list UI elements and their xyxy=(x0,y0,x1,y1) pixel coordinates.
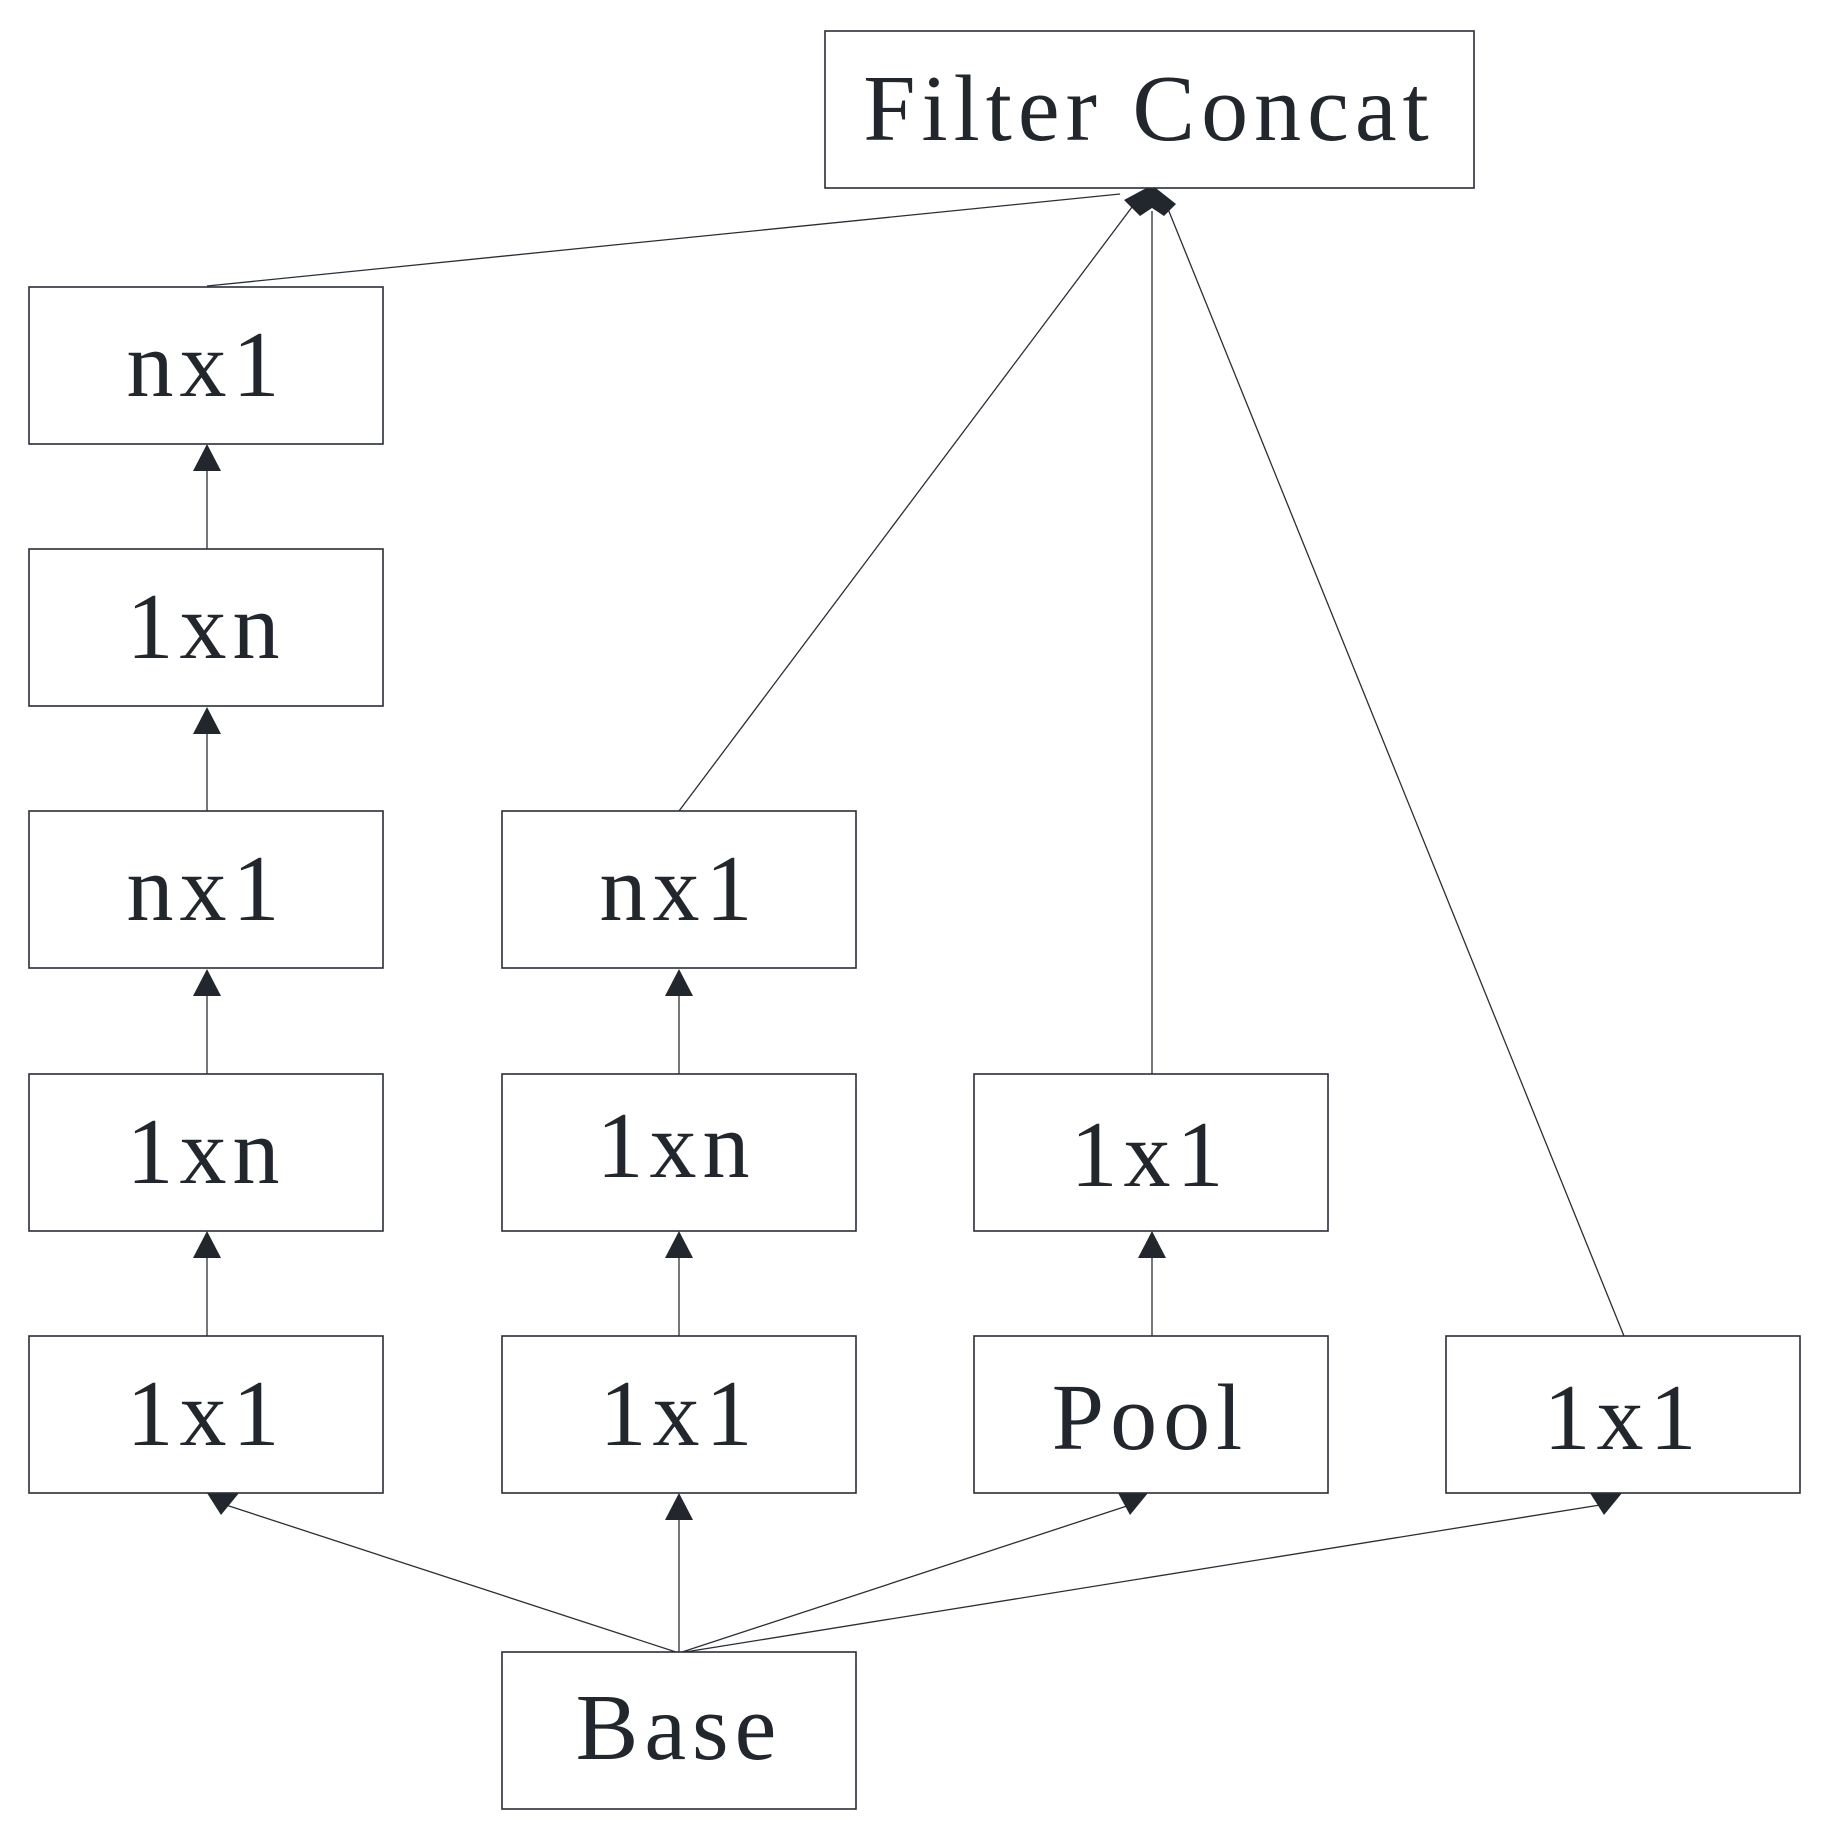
node-c1-1xn: 1xn xyxy=(28,1073,384,1232)
edges xyxy=(206,193,1625,1654)
node-filter-concat: Filter Concat xyxy=(824,30,1475,189)
node-c2-1xn: 1xn xyxy=(501,1073,857,1232)
edge-c2-to-concat xyxy=(678,206,1133,812)
edge-base-to-c1 xyxy=(225,1504,680,1654)
filter-concat-label: Filter Concat xyxy=(863,57,1434,161)
c1-nx1-label: nx1 xyxy=(127,837,286,941)
c2-nx1-label: nx1 xyxy=(600,837,759,941)
node-c3-1x1: 1x1 xyxy=(973,1073,1329,1232)
arrowhead-base-to-c1 xyxy=(207,1493,239,1515)
node-c1-1xn-upper: 1xn xyxy=(28,548,384,707)
edge-c1-to-concat xyxy=(206,193,1121,287)
arrowhead-c1-nx1 xyxy=(193,969,221,996)
node-c4-1x1: 1x1 xyxy=(1445,1335,1801,1494)
arrowhead-base-to-c4 xyxy=(1590,1493,1622,1515)
c4-1x1-label: 1x1 xyxy=(1544,1366,1703,1470)
arrowhead-c2-1xn xyxy=(665,1231,693,1258)
arrowhead-c3-1x1 xyxy=(1138,1231,1166,1258)
c1-1x1-label: 1x1 xyxy=(127,1362,286,1466)
arrowhead-c1-1xn-upper xyxy=(193,707,221,734)
base-label: Base xyxy=(576,1676,783,1780)
edge-base-to-pool xyxy=(678,1504,1131,1654)
node-c1-1x1: 1x1 xyxy=(28,1335,384,1494)
node-base: Base xyxy=(501,1651,857,1810)
arrowhead-c1-nx1-top xyxy=(193,444,221,471)
c1-nx1-top-label: nx1 xyxy=(127,313,286,417)
node-c2-nx1: nx1 xyxy=(501,810,857,969)
arrowhead-base-to-pool xyxy=(1118,1493,1148,1515)
c3-1x1-label: 1x1 xyxy=(1071,1103,1230,1207)
c1-1xn-label: 1xn xyxy=(127,1100,286,1204)
arrowhead-c1-1xn xyxy=(193,1231,221,1258)
arrowhead-concat xyxy=(1124,185,1176,216)
c2-1x1-label: 1x1 xyxy=(600,1362,759,1466)
c1-1xn-upper-label: 1xn xyxy=(127,575,286,679)
arrowhead-c2-nx1 xyxy=(665,969,693,996)
node-c3-pool: Pool xyxy=(973,1335,1329,1494)
arrowheads xyxy=(193,185,1622,1520)
node-c1-nx1: nx1 xyxy=(28,810,384,969)
node-c1-nx1-top: nx1 xyxy=(28,286,384,445)
arrowhead-base-to-c2 xyxy=(665,1493,693,1520)
edge-c4-to-concat xyxy=(1165,203,1625,1337)
c2-1xn-label: 1xn xyxy=(597,1094,756,1198)
c3-pool-label: Pool xyxy=(1052,1366,1248,1470)
node-c2-1x1: 1x1 xyxy=(501,1335,857,1494)
edge-base-to-c4 xyxy=(678,1504,1601,1654)
